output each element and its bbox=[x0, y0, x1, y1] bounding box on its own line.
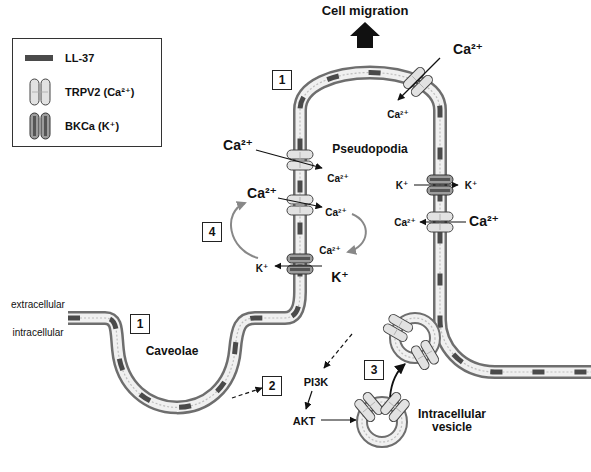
text-label: K⁺ bbox=[256, 263, 269, 274]
callout-box: 2 bbox=[262, 376, 282, 396]
migration-arrow bbox=[350, 22, 380, 48]
text-label: Ca²⁺ bbox=[247, 186, 277, 201]
legend-text: TRPV2 (Ca²⁺) bbox=[65, 86, 134, 99]
text-label: Ca²⁺ bbox=[325, 207, 346, 218]
ion-flux-arrow bbox=[278, 198, 322, 207]
callout-number: 2 bbox=[269, 379, 276, 393]
text-label: Pseudopodia bbox=[332, 143, 407, 156]
bkca-channel bbox=[287, 254, 313, 274]
fusing-vesicle bbox=[382, 313, 440, 371]
ion-flux-arrow bbox=[256, 150, 322, 168]
signal-arrow bbox=[324, 334, 352, 368]
text-label: Ca²⁺ bbox=[319, 245, 340, 256]
text-label: Ca²⁺ bbox=[387, 109, 408, 120]
text-label: PI3K bbox=[304, 376, 328, 388]
trpv2-channel bbox=[287, 195, 313, 215]
feedback-arrow bbox=[348, 214, 366, 252]
text-label: Cell migration bbox=[322, 4, 409, 18]
callout-number: 3 bbox=[371, 363, 378, 377]
trpv2-channel bbox=[402, 66, 435, 99]
text-label: Caveolae bbox=[146, 345, 199, 358]
ion-flux-arrow bbox=[398, 58, 440, 100]
text-label: intracellular bbox=[12, 327, 63, 338]
text-label: Ca²⁺ bbox=[223, 138, 253, 153]
trpv2-channel bbox=[382, 313, 415, 343]
callout-box: 1 bbox=[130, 314, 150, 334]
callout-number: 1 bbox=[279, 73, 286, 87]
intracellular-vesicle bbox=[353, 391, 411, 442]
ion-flux-arrow bbox=[414, 184, 458, 185]
legend-text: LL-37 bbox=[65, 52, 94, 64]
text-label: Intracellular vesicle bbox=[412, 408, 492, 434]
trpv2-channel bbox=[410, 339, 440, 372]
feedback-arrow bbox=[231, 203, 258, 258]
legend-row: LL-37 bbox=[13, 43, 161, 73]
trpv2-channel bbox=[353, 391, 385, 424]
callout-box: 4 bbox=[202, 222, 222, 242]
channel-icon bbox=[30, 113, 50, 139]
legend-symbol bbox=[25, 111, 55, 141]
legend-symbol bbox=[25, 77, 55, 107]
legend-row: TRPV2 (Ca²⁺) bbox=[13, 77, 161, 107]
text-label: K⁺ bbox=[396, 180, 409, 191]
ion-flux-arrow bbox=[420, 221, 466, 222]
signal-arrow bbox=[321, 419, 356, 420]
callout-number: 4 bbox=[209, 225, 216, 239]
signal-arrow bbox=[232, 388, 262, 398]
text-label: Ca²⁺ bbox=[327, 173, 348, 184]
trpv2-channel bbox=[379, 391, 411, 424]
signal-arrow bbox=[306, 391, 312, 409]
callout-box: 3 bbox=[364, 360, 384, 380]
legend-row: BKCa (K⁺) bbox=[13, 111, 161, 141]
legend-text: BKCa (K⁺) bbox=[65, 120, 119, 133]
text-label: extracellular bbox=[11, 299, 65, 310]
text-label: Ca²⁺ bbox=[394, 217, 415, 228]
legend-box: LL-37TRPV2 (Ca²⁺) BKCa (K⁺) bbox=[12, 38, 162, 147]
legend-swatch bbox=[25, 55, 53, 61]
text-label: AKT bbox=[293, 415, 316, 427]
text-label: K⁺ bbox=[331, 270, 349, 285]
text-label: Ca²⁺ bbox=[453, 42, 483, 57]
callout-box: 1 bbox=[272, 70, 292, 90]
text-label: Ca²⁺ bbox=[469, 214, 499, 229]
ion-flux-arrow bbox=[275, 265, 322, 266]
text-label: K⁺ bbox=[465, 180, 478, 191]
channel-icon bbox=[30, 79, 50, 105]
callout-number: 1 bbox=[137, 317, 144, 331]
trafficking-arrow bbox=[390, 364, 405, 397]
